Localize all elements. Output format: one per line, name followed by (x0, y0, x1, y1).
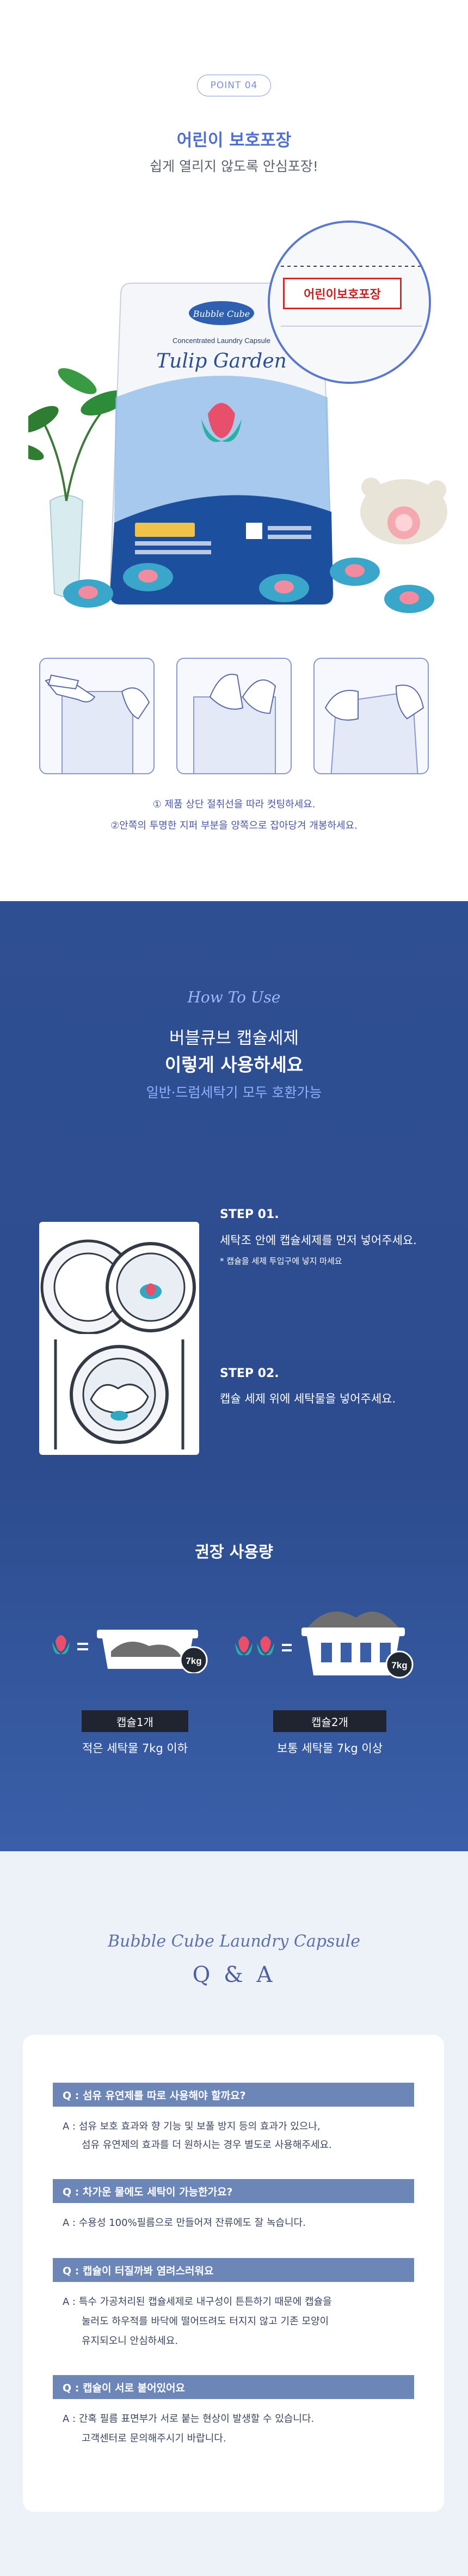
opening-note-1: ① 제품 상단 절취선을 따라 컷팅하세요. (152, 799, 316, 810)
dose-1-pill: 캡슐1개 (82, 1710, 188, 1732)
dose-2-weight: 7kg (391, 1660, 407, 1671)
howto-title-line1: 버블큐브 캡슐세제 (169, 1029, 299, 1048)
hand-cut-icon (45, 674, 150, 773)
qa-question-2: Q : 차가운 물에도 세탁이 가능한가요? (53, 2179, 414, 2203)
qa-answer-1-line-1: A : 섬유 보호 효과와 향 기능 및 보풀 방지 등의 효과가 있으나, (63, 2121, 321, 2132)
howto-subtitle: 일반·드럼세탁기 모두 호환가능 (146, 1085, 322, 1100)
basket-large-icon: 7kg (235, 1611, 414, 1679)
opening-steps (39, 658, 429, 774)
qa-card: Q : 섬유 유연제를 따로 사용해야 할까요? A : 섬유 보호 효과와 향… (23, 2035, 444, 2512)
qa-section: Bubble Cube Laundry Capsule Q & A Q : 섬유… (0, 1851, 468, 2576)
qa-answer-3-line-2: 눌러도 하우적를 바닥에 떨어뜨려도 터지지 않고 기존 모양이 (82, 2316, 329, 2327)
pouch-name: Tulip Garden (156, 350, 287, 372)
dose-item-1: 7kg (51, 1619, 214, 1674)
how-to-use-section: How To Use 버블큐브 캡슐세제 이렇게 사용하세요 일반·드럼세탁기 … (0, 901, 468, 1851)
child-safe-label: 어린이보호포장 (283, 278, 402, 309)
dose-1-desc: 적은 세탁물 7kg 이하 (82, 1742, 188, 1755)
dose-2-pill: 캡슐2개 (273, 1710, 386, 1732)
qa-question-3: Q : 캡슐이 터질까봐 염려스러워요 (53, 2258, 414, 2282)
point-04-section: POINT 04 어린이 보호포장 쉽게 열리지 않도록 안심포장! (0, 0, 468, 901)
capsule-icons (63, 558, 434, 613)
qa-answer-2-line-1: A : 수용성 100%필름으로 만들어져 잔류에도 잘 녹습니다. (63, 2217, 306, 2229)
qa-answer-1-line-2: 섬유 유연제의 효과를 더 원하시는 경우 별도로 사용해주세요. (82, 2139, 332, 2151)
opening-note-2: ②안쪽의 투명한 지퍼 부분을 양쪽으로 잡아당겨 개봉하세요. (110, 820, 358, 831)
open-step-1-image (39, 658, 155, 774)
qa-answer-4-line-2: 고객센터로 문의해주시기 바랍니다. (82, 2433, 226, 2444)
step-01-title: STEP 01. (220, 1208, 279, 1221)
qa-answer-3-line-3: 유지되오니 안심하세요. (82, 2335, 178, 2347)
step-01-note: * 캡슐을 세제 투입구에 넣지 마세요 (220, 1256, 342, 1266)
dose-2-desc: 보통 세탁물 7kg 이상 (276, 1742, 383, 1755)
step-01-image (39, 1222, 199, 1343)
step-02-title: STEP 02. (220, 1367, 279, 1380)
product-photo: Bubble Cube Concentrated Laundry Capsule… (13, 218, 457, 621)
qa-answer-4-line-1: A : 간혹 필름 표면부가 서로 붙는 현상이 발생할 수 있습니다. (63, 2413, 315, 2425)
open-step-2-image (176, 658, 292, 774)
hand-pull-icon (193, 674, 276, 773)
dose-title: 권장 사용량 (195, 1543, 273, 1561)
qa-question-4: Q : 캡슐이 서로 붙어있어요 (53, 2375, 414, 2399)
basket-small-icon: 7kg (52, 1630, 208, 1674)
point-badge: POINT 04 (197, 75, 271, 96)
bear-figurine (360, 478, 447, 544)
howto-eyebrow: How To Use (187, 988, 281, 1006)
washer-door-open-icon (40, 1239, 196, 1335)
open-step-3-image (313, 658, 429, 774)
dose-1-weight: 7kg (186, 1656, 201, 1666)
pouch-brand: Bubble Cube (193, 309, 250, 319)
hand-open-icon (324, 684, 424, 773)
point-subtitle: 쉽게 열리지 않도록 안심포장! (150, 158, 318, 174)
qa-title: Q & A (192, 1962, 276, 1987)
product-pouch: Bubble Cube Concentrated Laundry Capsule… (109, 283, 334, 605)
qa-subtitle: Bubble Cube Laundry Capsule (107, 1932, 361, 1951)
washer-loaded-icon (54, 1339, 184, 1449)
howto-title-line2: 이렇게 사용하세요 (164, 1054, 304, 1075)
plant-icon (13, 368, 128, 597)
dose-item-2: 7kg (234, 1604, 419, 1680)
point-title: 어린이 보호포장 (176, 131, 292, 150)
step-02-desc: 캡슐 세제 위에 세탁물을 넣어주세요. (220, 1392, 396, 1405)
step-02-image (39, 1334, 199, 1455)
step-01-desc: 세탁조 안에 캡슐세제를 먼저 넣어주세요. (220, 1234, 417, 1247)
pouch-line: Concentrated Laundry Capsule (173, 336, 270, 345)
qa-question-1: Q : 섬유 유연제를 따로 사용해야 할까요? (53, 2083, 414, 2107)
qa-answer-3-line-1: A : 특수 가공처리된 캡슐세제로 내구성이 튼튼하기 때문에 캡슐을 (63, 2296, 332, 2308)
product-illustration: Bubble Cube Concentrated Laundry Capsule… (13, 283, 447, 613)
